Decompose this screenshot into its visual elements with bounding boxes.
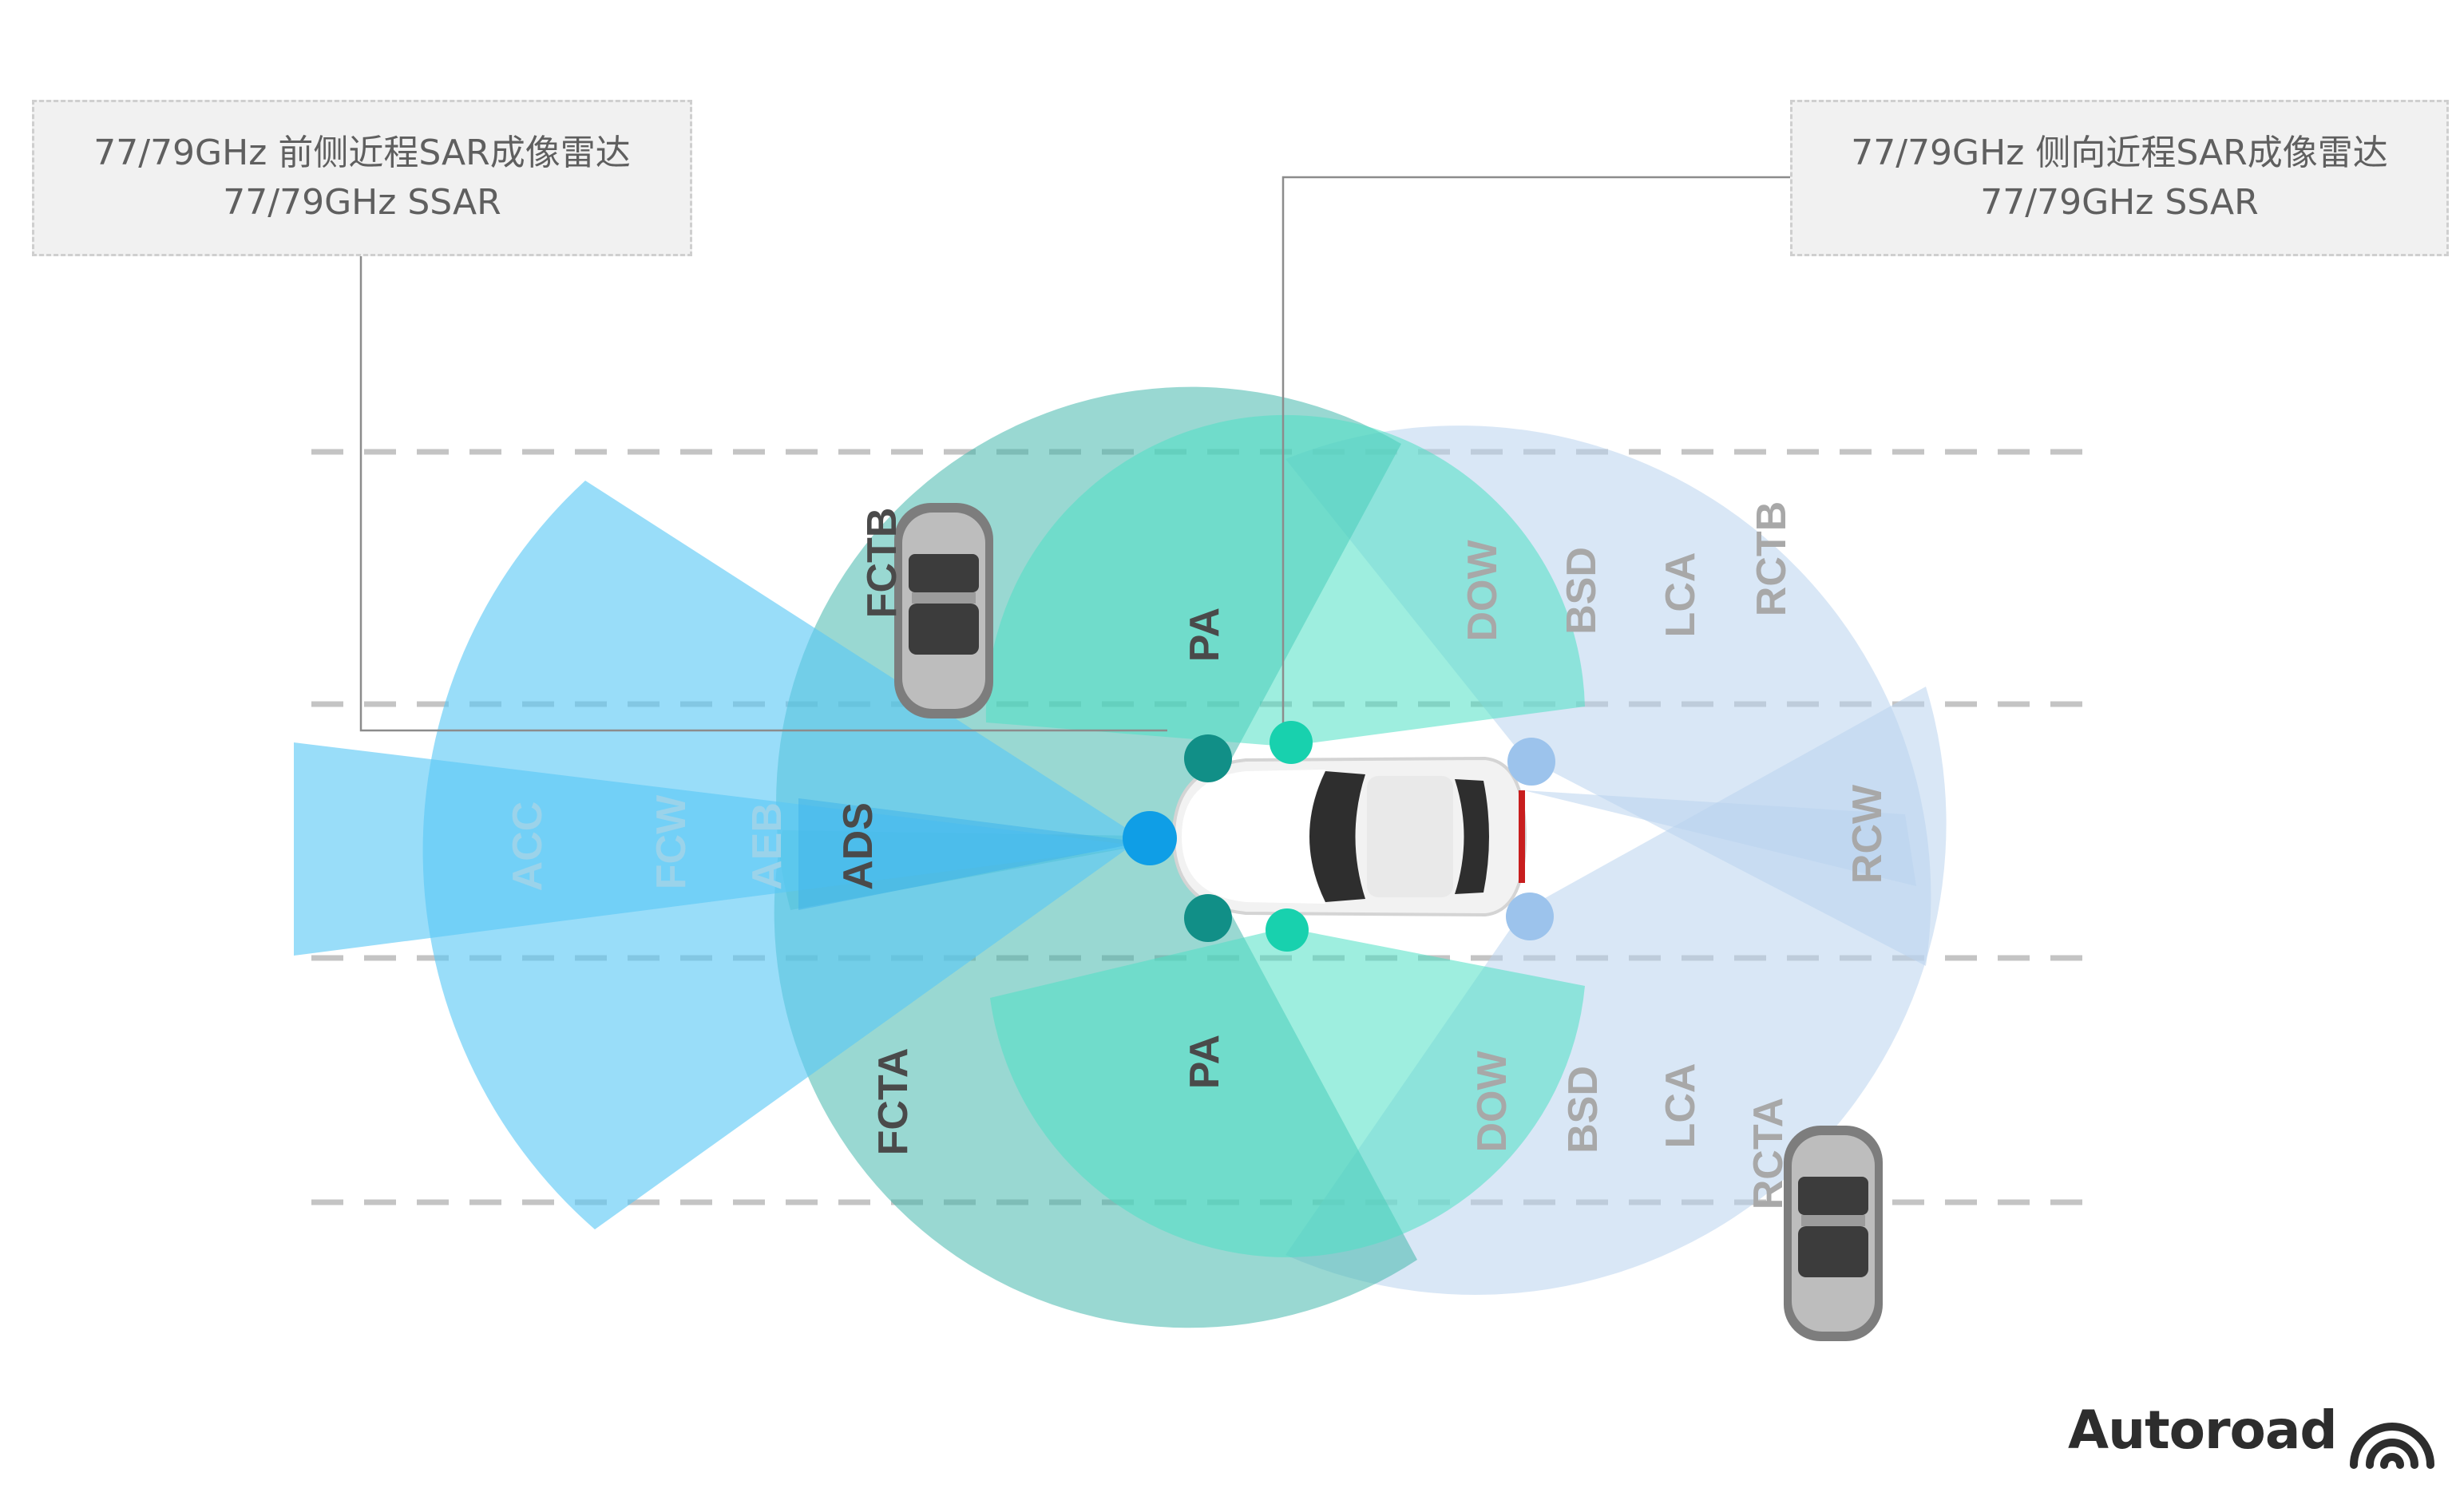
label-fcta: FCTA (870, 1048, 917, 1156)
front-radar-callout-line2: 77/79GHz SSAR (223, 182, 501, 223)
side-radar-callout: 77/79GHz 侧向近程SAR成像雷达 77/79GHz SSAR (1790, 100, 2449, 256)
front-right-corner-sensor (1184, 894, 1232, 942)
label-dow-bottom: DOW (1469, 1051, 1515, 1153)
label-pa-bottom: PA (1182, 1035, 1228, 1089)
front-radar-callout-line1: 77/79GHz 前侧近程SAR成像雷达 (93, 133, 631, 173)
front-left-corner-sensor (1184, 734, 1232, 782)
label-bsd-bottom: BSD (1560, 1066, 1606, 1154)
label-fcw: FCW (648, 794, 695, 889)
label-fctb: FCTB (859, 508, 905, 619)
label-lca-bottom: LCA (1658, 1063, 1704, 1149)
front-callout-leader (359, 256, 1167, 732)
side-radar-callout-line2: 77/79GHz SSAR (1980, 182, 2259, 223)
long-range-beam (294, 742, 1142, 956)
radar-sensors (1123, 721, 1555, 952)
side-radar-callout-line1: 77/79GHz 侧向近程SAR成像雷达 (1851, 133, 2388, 173)
side-callout-leader (1281, 176, 1790, 728)
pa-bottom-sector (990, 928, 1585, 1257)
ads-beam (798, 798, 1142, 910)
parking-coverage (985, 414, 1585, 1257)
label-bsd-top: BSD (1559, 547, 1605, 635)
label-pa-top: PA (1182, 608, 1228, 662)
top-other-car (894, 503, 993, 718)
label-rcta: RCTA (1745, 1098, 1792, 1210)
label-ads: ADS (835, 802, 881, 890)
bottom-other-car (1784, 1126, 1883, 1341)
brand-name: Autoroad (2068, 1399, 2338, 1461)
brand-logo: Autoroad (2068, 1393, 2443, 1473)
right-side-sensor (1266, 908, 1309, 952)
rcw-beam (1523, 790, 1916, 886)
signal-arcs-icon (2350, 1423, 2434, 1469)
ego-car (1171, 756, 1527, 917)
front-radar-sensor (1123, 811, 1177, 865)
zone-labels: ACC FCW AEB ADS FCTB FCTA PA PA DOW BSD … (505, 501, 1891, 1209)
label-dow-top: DOW (1460, 540, 1506, 642)
label-lca-top: LCA (1658, 552, 1704, 638)
callout-leaders (359, 176, 1790, 732)
rear-left-sensor (1507, 738, 1555, 786)
left-side-sensor (1270, 721, 1313, 764)
rear-right-sensor (1506, 893, 1554, 940)
label-rcw: RCW (1844, 784, 1891, 884)
forward-coverage (294, 481, 1142, 1229)
label-rctb: RCTB (1749, 501, 1795, 616)
label-aeb: AEB (744, 802, 790, 890)
label-acc: ACC (505, 802, 551, 892)
pa-top-sector (985, 414, 1585, 746)
front-radar-callout: 77/79GHz 前侧近程SAR成像雷达 77/79GHz SSAR (32, 100, 692, 256)
